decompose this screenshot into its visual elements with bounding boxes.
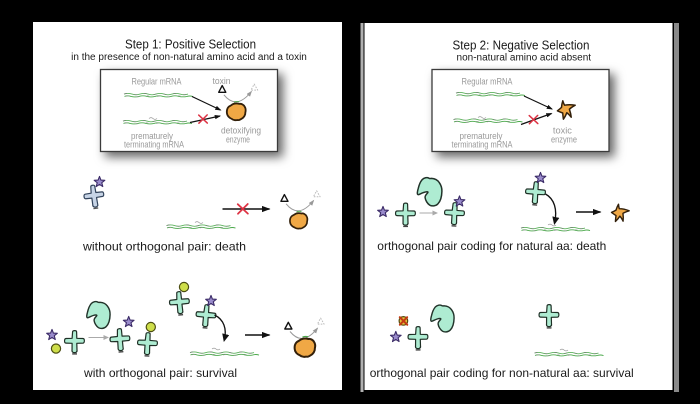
- svg-text:without orthogonal pair: death: without orthogonal pair: death: [82, 240, 246, 254]
- svg-text:Regular mRNA: Regular mRNA: [132, 77, 183, 88]
- svg-text:with orthogonal pair: survival: with orthogonal pair: survival: [83, 366, 237, 380]
- svg-text:detoxifying: detoxifying: [221, 126, 261, 137]
- svg-text:enzyme: enzyme: [226, 135, 250, 146]
- svg-text:Regular mRNA: Regular mRNA: [462, 77, 514, 88]
- svg-text:orthogonal pair coding for non: orthogonal pair coding for non-natural a…: [370, 366, 634, 380]
- svg-text:enzyme: enzyme: [551, 135, 577, 146]
- svg-text:Step 2: Negative Selection: Step 2: Negative Selection: [453, 39, 590, 53]
- svg-text:orthogonal pair coding for nat: orthogonal pair coding for natural aa: d…: [377, 239, 606, 253]
- svg-text:toxic: toxic: [553, 126, 572, 137]
- svg-text:prematurely: prematurely: [131, 131, 173, 142]
- svg-text:in the presence of non-natural: in the presence of non-natural amino aci…: [71, 52, 307, 63]
- svg-text:non-natural amino acid absent: non-natural amino acid absent: [457, 52, 592, 63]
- svg-text:Step 1: Positive Selection: Step 1: Positive Selection: [125, 38, 256, 52]
- svg-text:terminating mRNA: terminating mRNA: [124, 140, 185, 151]
- svg-text:terminating mRNA: terminating mRNA: [452, 140, 514, 151]
- svg-text:toxin: toxin: [213, 76, 231, 87]
- svg-text:prematurely: prematurely: [460, 131, 503, 142]
